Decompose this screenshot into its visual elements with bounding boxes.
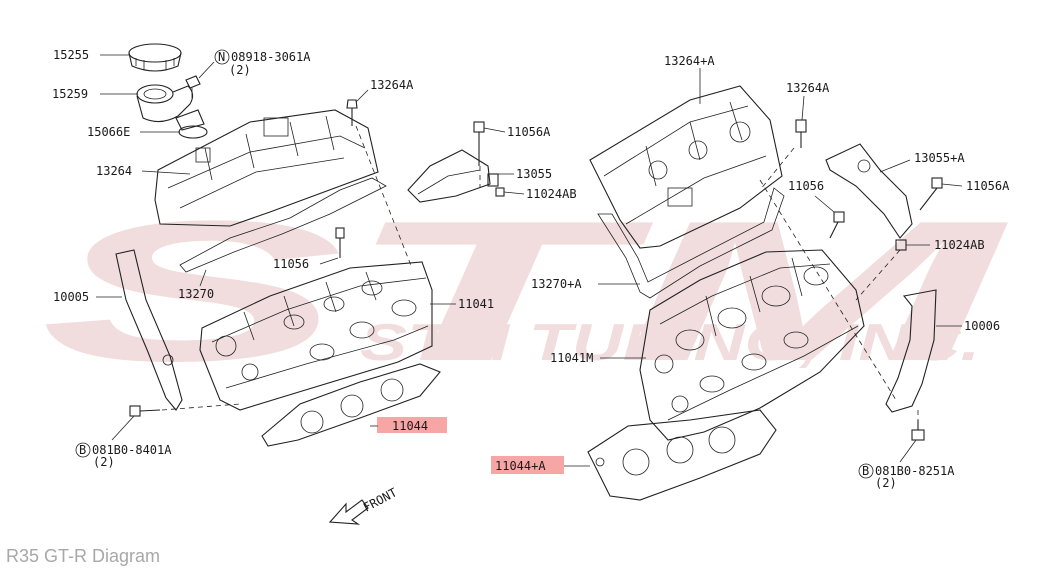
- label-11056-right: 11056: [788, 179, 824, 193]
- label-15259: 15259: [52, 87, 88, 101]
- label-10005: 10005: [53, 290, 89, 304]
- part-labels: 15255 08918-3061A (2) 15259 13264A 15066…: [52, 48, 1010, 490]
- rocker-cover-left: [154, 109, 379, 227]
- leader-lines: [96, 54, 962, 467]
- label-13264a-right: 13264A: [786, 81, 830, 95]
- label-11056a-right: 11056A: [966, 179, 1010, 193]
- label-13270: 13270: [178, 287, 214, 301]
- label-11041: 11041: [458, 297, 494, 311]
- head-gasket-left: [261, 363, 441, 447]
- label-11056-left: 11056: [273, 257, 309, 271]
- washer-11024ab-mid: [487, 173, 525, 197]
- label-13264a-left: 13264A: [370, 78, 414, 92]
- guide-pivot-left: [162, 354, 174, 366]
- label-13055: 13055: [516, 167, 552, 181]
- diagram-caption: R35 GT-R Diagram: [6, 546, 161, 566]
- head-gasket-right: [587, 409, 777, 501]
- label-13055-plus-a: 13055+A: [914, 151, 965, 165]
- bracket-13055-plus-a: [825, 143, 913, 239]
- watermark-primary: STM: [40, 180, 1010, 403]
- watermark: STM STM TUNING, INC.: [40, 180, 1010, 403]
- label-13264-plus-a: 13264+A: [664, 54, 715, 68]
- nut-symbol-icon: N: [218, 50, 225, 64]
- cylinder-head-left: [199, 261, 433, 411]
- label-081b0-8251a: 081B0-8251A: [875, 464, 955, 478]
- alignment-line-right-c: [855, 249, 901, 301]
- bolt-symbol-left-icon: B: [79, 443, 86, 457]
- label-10006: 10006: [964, 319, 1000, 333]
- rocker-gasket-left: [179, 177, 387, 273]
- label-081b0-8401a: 081B0-8401A: [92, 443, 172, 457]
- bolt-11056a-right: [919, 177, 963, 211]
- timing-guide-left: [115, 249, 183, 411]
- oil-filler-cap: [128, 43, 182, 72]
- label-081b0-8401a-qty: (2): [93, 455, 115, 469]
- label-11044: 11044: [392, 419, 428, 433]
- bolt-081b0-8401a: B: [75, 403, 241, 458]
- bolt-11056-left: [335, 227, 345, 258]
- oil-filler-neck: [136, 84, 205, 131]
- bolt-11056-right: [814, 195, 845, 239]
- rocker-cover-right: [589, 85, 783, 249]
- highlight-11044: [377, 417, 447, 433]
- alignment-line-right-a: [759, 179, 897, 401]
- bolt-081b0-8251a: B: [858, 410, 925, 479]
- cylinder-head-right: [639, 249, 865, 441]
- label-11041m: 11041M: [550, 351, 593, 365]
- label-15255: 15255: [53, 48, 89, 62]
- bolt-13264a-right: [795, 95, 807, 148]
- label-08918-qty: (2): [229, 63, 251, 77]
- alignment-line-right-b: [759, 147, 795, 191]
- o-ring: [178, 125, 208, 139]
- label-13270-plus-a: 13270+A: [531, 277, 582, 291]
- bolt-symbol-right-icon: B: [862, 464, 869, 478]
- label-13264: 13264: [96, 164, 132, 178]
- highlight-11044-plus-a: [491, 456, 564, 474]
- watermark-secondary: STM TUNING, INC.: [360, 314, 980, 372]
- front-arrow: FRONT: [328, 485, 399, 525]
- label-11024ab-mid: 11024AB: [526, 187, 577, 201]
- bolt-11056a-mid: [473, 121, 506, 166]
- label-081b0-8251a-qty: (2): [875, 476, 897, 490]
- bolt-13264a-left: [346, 89, 369, 126]
- alignment-line-left-a: [355, 125, 413, 269]
- label-11044-plus-a: 11044+A: [495, 459, 546, 473]
- label-11056a-mid: 11056A: [507, 125, 551, 139]
- timing-guide-right: [885, 289, 937, 413]
- front-label: FRONT: [361, 485, 399, 514]
- nut-08918: N: [185, 49, 230, 98]
- label-08918-3061a: 08918-3061A: [231, 50, 311, 64]
- washer-11024ab-right: [895, 239, 930, 251]
- rocker-gasket-right: [597, 187, 785, 299]
- label-15066e: 15066E: [87, 125, 130, 139]
- label-11024ab-right: 11024AB: [934, 238, 985, 252]
- bracket-13055: [407, 149, 491, 203]
